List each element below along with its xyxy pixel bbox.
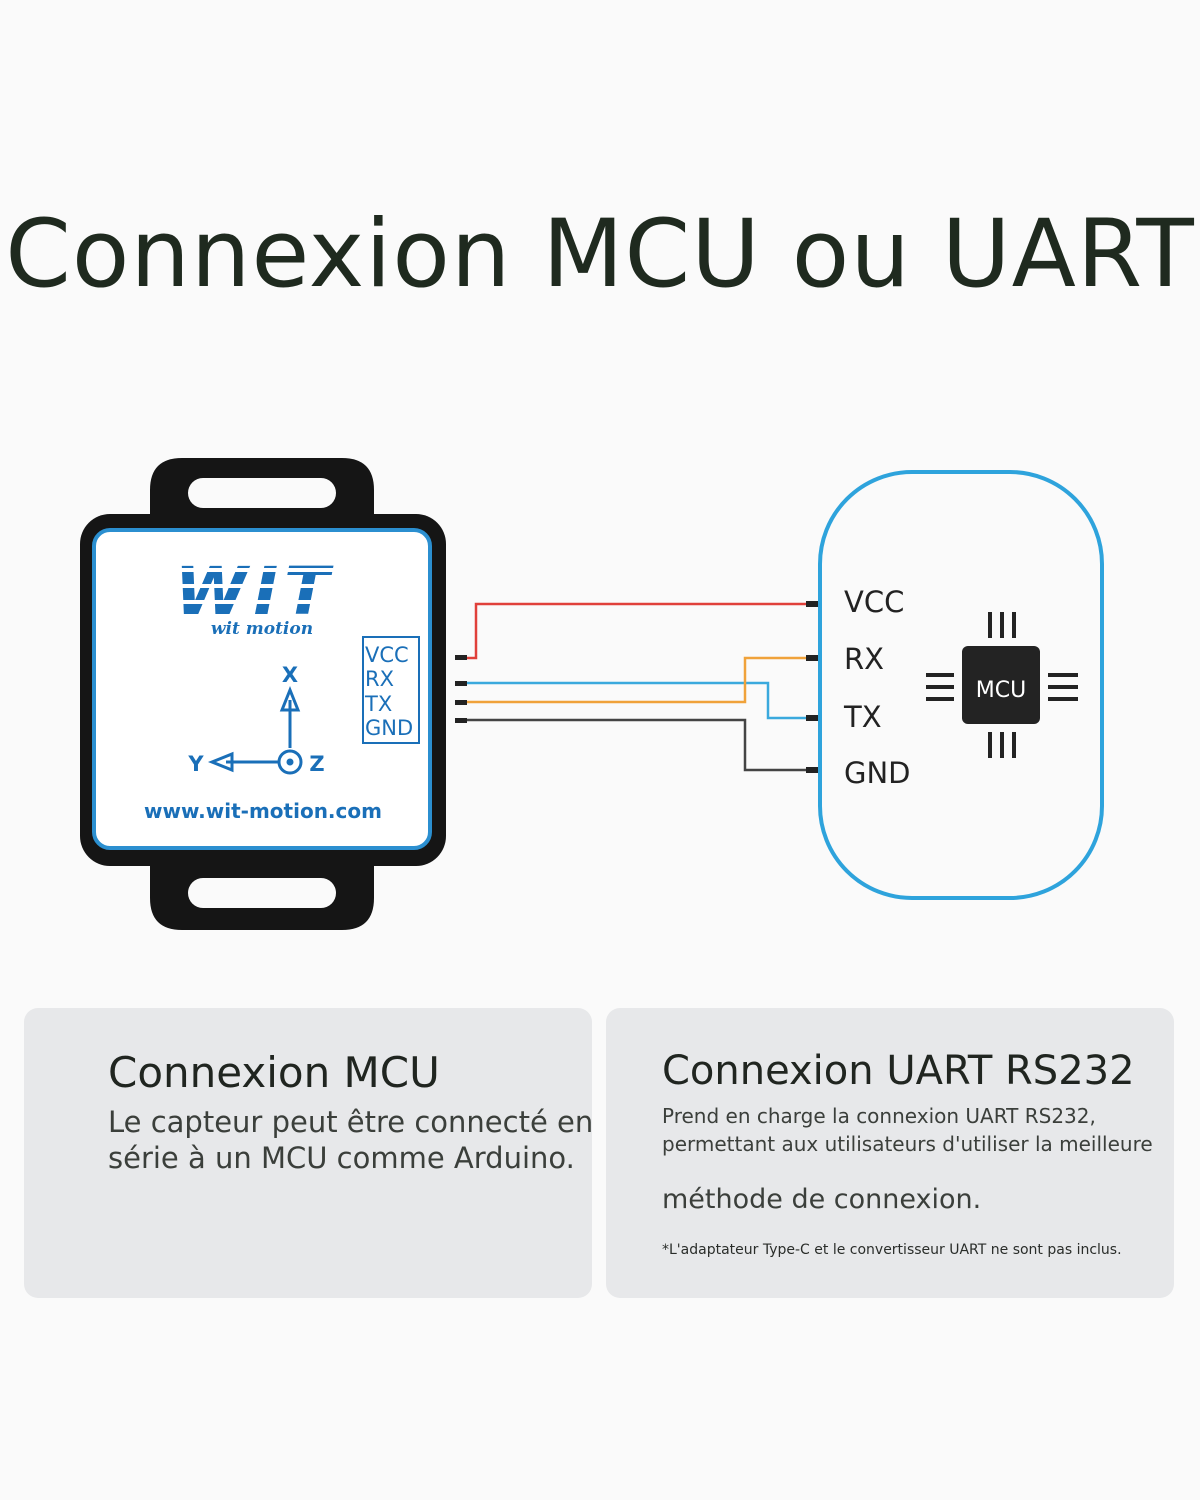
card-uart-text: Prend en charge la connexion UART RS232,… (662, 1104, 1153, 1156)
sensor-face (92, 528, 432, 850)
axis-x-label: X (282, 663, 298, 687)
card-uart-note: *L'adaptateur Type-C et le convertisseur… (662, 1242, 1122, 1258)
wire-tx-rx (467, 656, 808, 704)
card-uart-connection: Connexion UART RS232 Prend en charge la … (606, 1008, 1174, 1298)
sensor-connector (455, 655, 467, 723)
axis-z-label: Z (309, 752, 324, 776)
card-uart-text-continued: méthode de connexion. (662, 1184, 982, 1215)
card-mcu-connection: Connexion MCU Le capteur peut être conne… (24, 1008, 593, 1298)
card-mcu-text: Le capteur peut être connecté en série à… (108, 1105, 594, 1175)
connection-diagram: WIT wit motion VCC RX TX GND X Y Z www.w… (80, 458, 1104, 930)
z-axis-icon (277, 749, 303, 775)
card-uart-heading: Connexion UART RS232 (662, 1048, 1135, 1094)
brand-logo: WIT (175, 553, 335, 630)
mcu-pin-rx: RX (844, 642, 884, 676)
mcu-pin-vcc: VCC (844, 585, 904, 619)
sensor-bottom-slot (188, 878, 336, 908)
page-title: Connexion MCU ou UART (5, 200, 1195, 309)
x-arrow-icon (279, 685, 301, 712)
mcu-chip-icon: MCU (926, 612, 1078, 758)
logo-stripe (166, 600, 362, 604)
mcu-pin-gnd: GND (844, 756, 911, 790)
sensor-pin-gnd: GND (365, 716, 413, 740)
sensor-device: WIT wit motion VCC RX TX GND X Y Z www.w… (80, 458, 446, 930)
wire-gnd (467, 718, 808, 772)
card-mcu-heading: Connexion MCU (108, 1048, 440, 1097)
mcu-connector (806, 601, 818, 773)
wire-vcc (467, 602, 808, 660)
y-arrow-icon (207, 751, 234, 773)
axis-indicator: X Y Z (187, 663, 324, 776)
wire-rx-tx (467, 681, 808, 720)
mcu-frame (818, 470, 1104, 900)
sensor-pin-rx: RX (365, 667, 394, 691)
wires (467, 602, 808, 772)
sensor-pin-tx: TX (364, 692, 392, 716)
axis-y-label: Y (187, 752, 204, 776)
mcu-board: VCC RX TX GND MCU (818, 470, 1104, 900)
mcu-chip-label: MCU (976, 678, 1026, 703)
logo-stripe (166, 568, 362, 572)
mcu-pin-tx: TX (843, 700, 882, 734)
brand-subtitle: wit motion (211, 619, 313, 639)
logo-stripe (166, 584, 362, 588)
pin-label-box (362, 636, 420, 744)
sensor-pin-vcc: VCC (365, 643, 409, 667)
sensor-top-slot (188, 478, 336, 508)
website-label: www.wit-motion.com (144, 799, 382, 823)
